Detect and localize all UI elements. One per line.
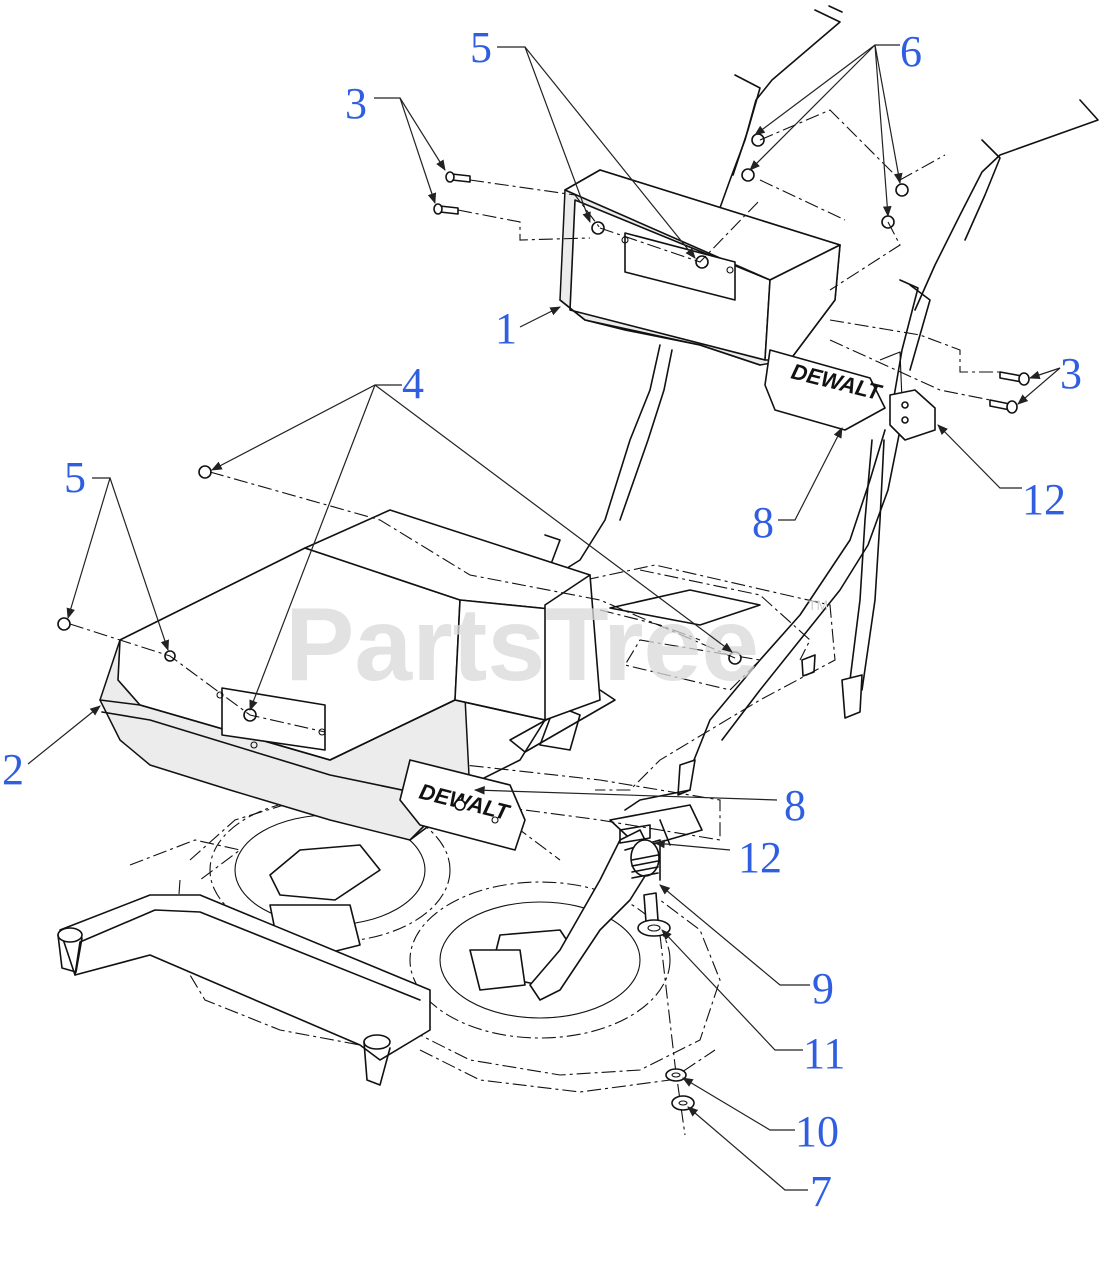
callout-11: 11 xyxy=(803,1029,845,1078)
callout-9: 9 xyxy=(812,964,834,1013)
upper-console: DEWALT xyxy=(559,169,936,441)
callout-7: 7 xyxy=(810,1167,832,1216)
callout-8-lower: 8 xyxy=(784,781,806,830)
callout-2: 2 xyxy=(2,745,24,794)
callout-8-upper: 8 xyxy=(752,498,774,547)
watermark-trademark: TM xyxy=(808,597,828,613)
lower-cover: DEWALT xyxy=(99,509,601,851)
callout-5-left: 5 xyxy=(64,453,86,502)
leader-lines xyxy=(27,44,1061,1191)
watermark: PartsTree xyxy=(285,587,759,703)
callout-12-upper: 12 xyxy=(1022,475,1066,524)
callout-5-top: 5 xyxy=(470,23,492,72)
deck-frame xyxy=(419,564,836,849)
callout-10: 10 xyxy=(795,1107,839,1156)
callout-labels: 5 6 3 1 3 4 5 12 8 2 8 12 9 11 10 7 xyxy=(2,23,1082,1216)
callout-1: 1 xyxy=(495,304,517,353)
callout-3-left: 3 xyxy=(345,79,367,128)
callout-3-right: 3 xyxy=(1060,349,1082,398)
callout-4: 4 xyxy=(402,359,424,408)
callout-12-lower: 12 xyxy=(738,833,782,882)
handle-frame xyxy=(544,5,1099,796)
callout-6: 6 xyxy=(900,27,922,76)
mower-deck xyxy=(57,789,721,1136)
